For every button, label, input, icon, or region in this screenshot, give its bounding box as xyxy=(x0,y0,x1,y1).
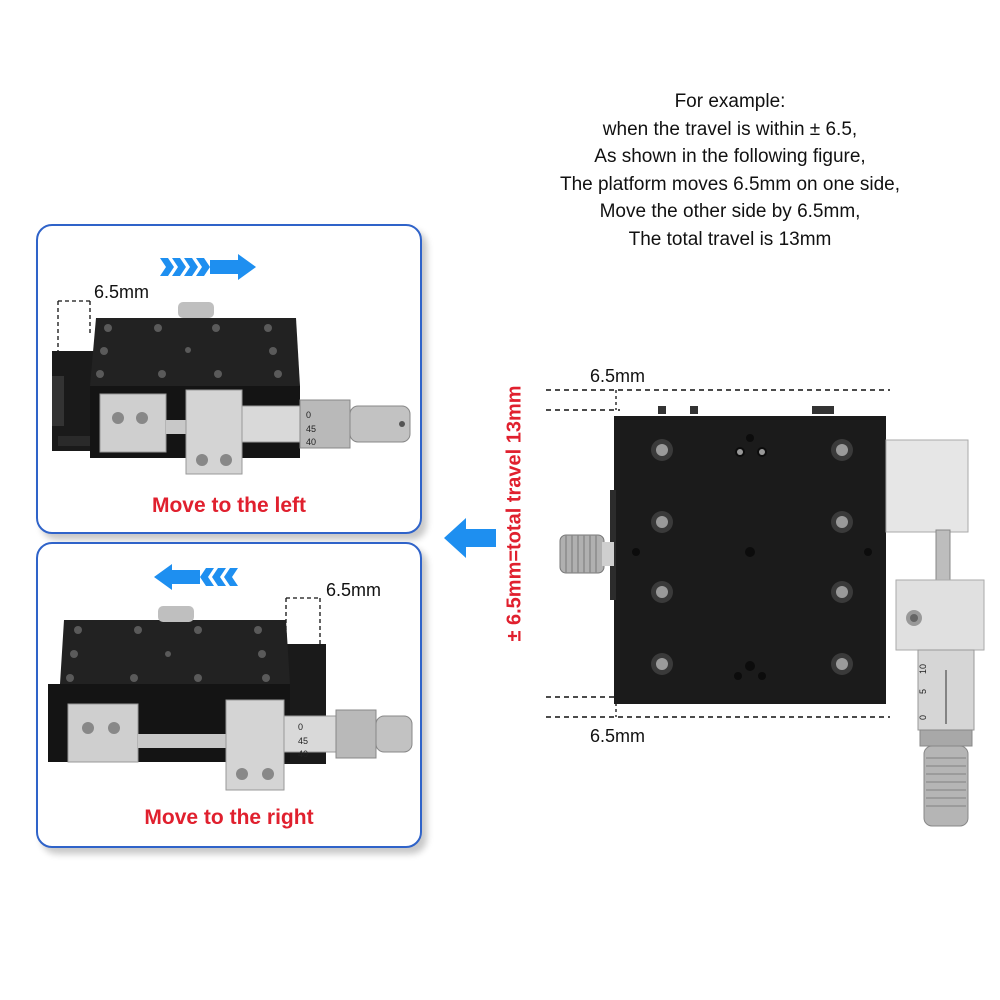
explanation-line-3: As shown in the following figure, xyxy=(594,146,866,167)
thimble-mark-45: 45 xyxy=(306,424,316,434)
explanation-text: For example: when the travel is within ±… xyxy=(470,88,990,253)
thimble-mark-0: 0 xyxy=(306,410,311,420)
sleeve-mark-5: 5 xyxy=(918,689,928,694)
thimble-mark-40-right: 40 xyxy=(298,749,308,759)
explanation-line-4: The platform moves 6.5mm on one side, xyxy=(559,173,901,195)
panel-move-left: 0 45 40 6.5mm Move to the left xyxy=(36,224,422,534)
explanation-line-2: when the travel is within ± 6.5, xyxy=(602,118,858,140)
explanation-line-5: Move the other side by 6.5mm, xyxy=(599,201,861,222)
panel-move-right: 0 45 40 6.5mm Move to the right xyxy=(36,542,422,848)
arrow-left-icon xyxy=(154,564,238,590)
arrow-left-big-icon xyxy=(444,518,496,558)
thimble-mark-40: 40 xyxy=(306,437,316,447)
dimension-top-label: 6.5mm xyxy=(590,366,646,386)
dimension-label-right: 6.5mm xyxy=(326,580,382,600)
thimble-mark-45-right: 45 xyxy=(298,736,308,746)
total-travel-label: ± 6.5mm=total travel 13mm xyxy=(503,385,526,642)
sleeve-mark-10: 10 xyxy=(918,664,928,674)
explanation-line-1: For example: xyxy=(674,91,786,112)
sleeve-mark-0: 0 xyxy=(918,715,928,720)
caption-move-right: Move to the right xyxy=(144,806,314,829)
thimble-mark-0-right: 0 xyxy=(298,722,303,732)
explanation-line-6: The total travel is 13mm xyxy=(628,228,832,250)
arrow-right-icon xyxy=(160,254,256,280)
dimension-label-left: 6.5mm xyxy=(94,282,150,302)
dimension-bottom-label: 6.5mm xyxy=(590,726,646,746)
stage-top-view: 0 5 10 xyxy=(546,389,985,827)
stage-illustration-left: 0 45 40 xyxy=(52,254,411,475)
caption-move-left: Move to the left xyxy=(151,494,306,517)
stage-illustration-right: 0 45 40 xyxy=(48,564,413,791)
